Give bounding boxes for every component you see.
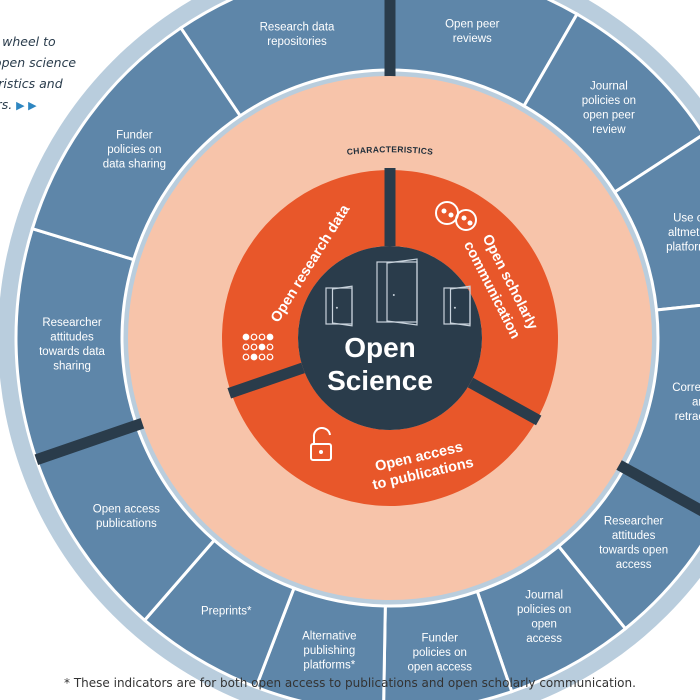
indicator-label: Funder: [422, 633, 459, 645]
indicator-label: policies on: [107, 144, 161, 156]
wheel-instructions: e the wheel to lore open science racteri…: [0, 31, 126, 116]
instructions-text: icators.: [0, 97, 13, 112]
characteristic-divider: [467, 377, 542, 426]
indicator-segment[interactable]: [612, 134, 700, 312]
indicator-label: reviews: [453, 33, 492, 45]
instructions-line: e the wheel to: [0, 34, 56, 49]
indicator-label: platforms: [666, 241, 700, 253]
indicator-label: Open peer: [445, 19, 500, 31]
instructions-line: lore open science: [0, 55, 77, 70]
center-title-line: Open: [344, 332, 416, 363]
indicator-label: repositories: [267, 36, 327, 48]
center-circle[interactable]: [298, 246, 482, 430]
characteristic-divider: [227, 362, 305, 399]
indicator-segment[interactable]: [14, 226, 139, 462]
indicator-label: Alternative: [302, 631, 356, 643]
characteristic-segment[interactable]: [390, 170, 559, 420]
characteristic-segment[interactable]: [231, 367, 537, 507]
indicator-label: policies on: [517, 604, 571, 616]
indicator-label: Researcher: [604, 516, 664, 528]
indicator-journal-policies-open-access[interactable]: Journal policies on open access: [475, 544, 628, 694]
indicator-label: Open access: [93, 504, 160, 516]
indicator-label: publications: [96, 518, 157, 530]
indicator-label: access: [526, 633, 562, 645]
indicator-segment[interactable]: [622, 299, 700, 519]
indicator-label: Research data: [260, 22, 335, 34]
indicator-corrections-retractions[interactable]: Corrections and retractions: [622, 299, 700, 519]
indicator-label: Researcher: [42, 317, 102, 329]
door-icon: [376, 258, 418, 326]
indicator-label: Funder: [116, 129, 153, 141]
indicator-label: Preprints*: [201, 606, 252, 618]
indicator-label: data sharing: [103, 158, 166, 170]
indicator-label: towards open: [599, 545, 668, 557]
indicator-segment[interactable]: [382, 589, 514, 700]
indicator-label: and: [692, 396, 700, 408]
indicator-label: review: [592, 124, 626, 136]
indicator-label: policies on: [413, 647, 467, 659]
indicator-funder-policies-data-sharing[interactable]: Funder policies on data sharing: [30, 25, 243, 262]
speech-bubbles-icon: [435, 201, 477, 231]
indicator-label: altmetric: [668, 227, 700, 239]
indicator-label: Corrections: [672, 382, 700, 394]
indicator-label: towards data: [39, 346, 105, 358]
indicator-label: attitudes: [612, 530, 656, 542]
indicator-researcher-attitudes-data-sharing[interactable]: Researcher attitudes towards data sharing: [14, 226, 139, 462]
indicator-label: open: [531, 618, 557, 630]
open-padlock-icon: [310, 426, 332, 461]
indicator-label: access: [616, 559, 652, 571]
indicator-label: Use of: [673, 212, 700, 224]
indicator-funder-policies-open-access[interactable]: Funder policies on open access: [382, 589, 514, 700]
indicator-label: Journal: [525, 589, 563, 601]
indicator-segment[interactable]: [178, 0, 392, 118]
indicator-label: platforms*: [303, 660, 355, 672]
characteristic-segment[interactable]: [222, 170, 390, 393]
indicator-label: open access: [407, 662, 472, 674]
indicator-research-data-repositories[interactable]: Research data repositories: [178, 0, 392, 118]
indicator-label: Journal: [590, 81, 628, 93]
indicator-segment[interactable]: [30, 25, 243, 262]
indicator-label: retractions: [675, 411, 700, 423]
double-triangle-arrow-icon[interactable]: ▶ ▶: [16, 99, 37, 112]
door-icon: [443, 285, 471, 327]
characteristics-title: CHARACTERISTICS: [346, 144, 434, 157]
indicator-label: open peer: [583, 110, 635, 122]
instructions-line: icators. ▶ ▶: [0, 94, 126, 116]
data-grid-icon: [242, 333, 274, 361]
footnote: * These indicators are for both open acc…: [64, 676, 636, 690]
instructions-line: racteristics and: [0, 76, 63, 91]
indicator-altmetric-platforms[interactable]: Use of altmetric platforms: [612, 134, 700, 312]
indicator-label: attitudes: [50, 331, 94, 343]
indicator-label: policies on: [582, 95, 636, 107]
door-icon: [325, 285, 353, 327]
indicator-label: sharing: [53, 360, 91, 372]
center-title-line: Science: [327, 365, 433, 396]
indicator-label: publishing: [303, 645, 355, 657]
